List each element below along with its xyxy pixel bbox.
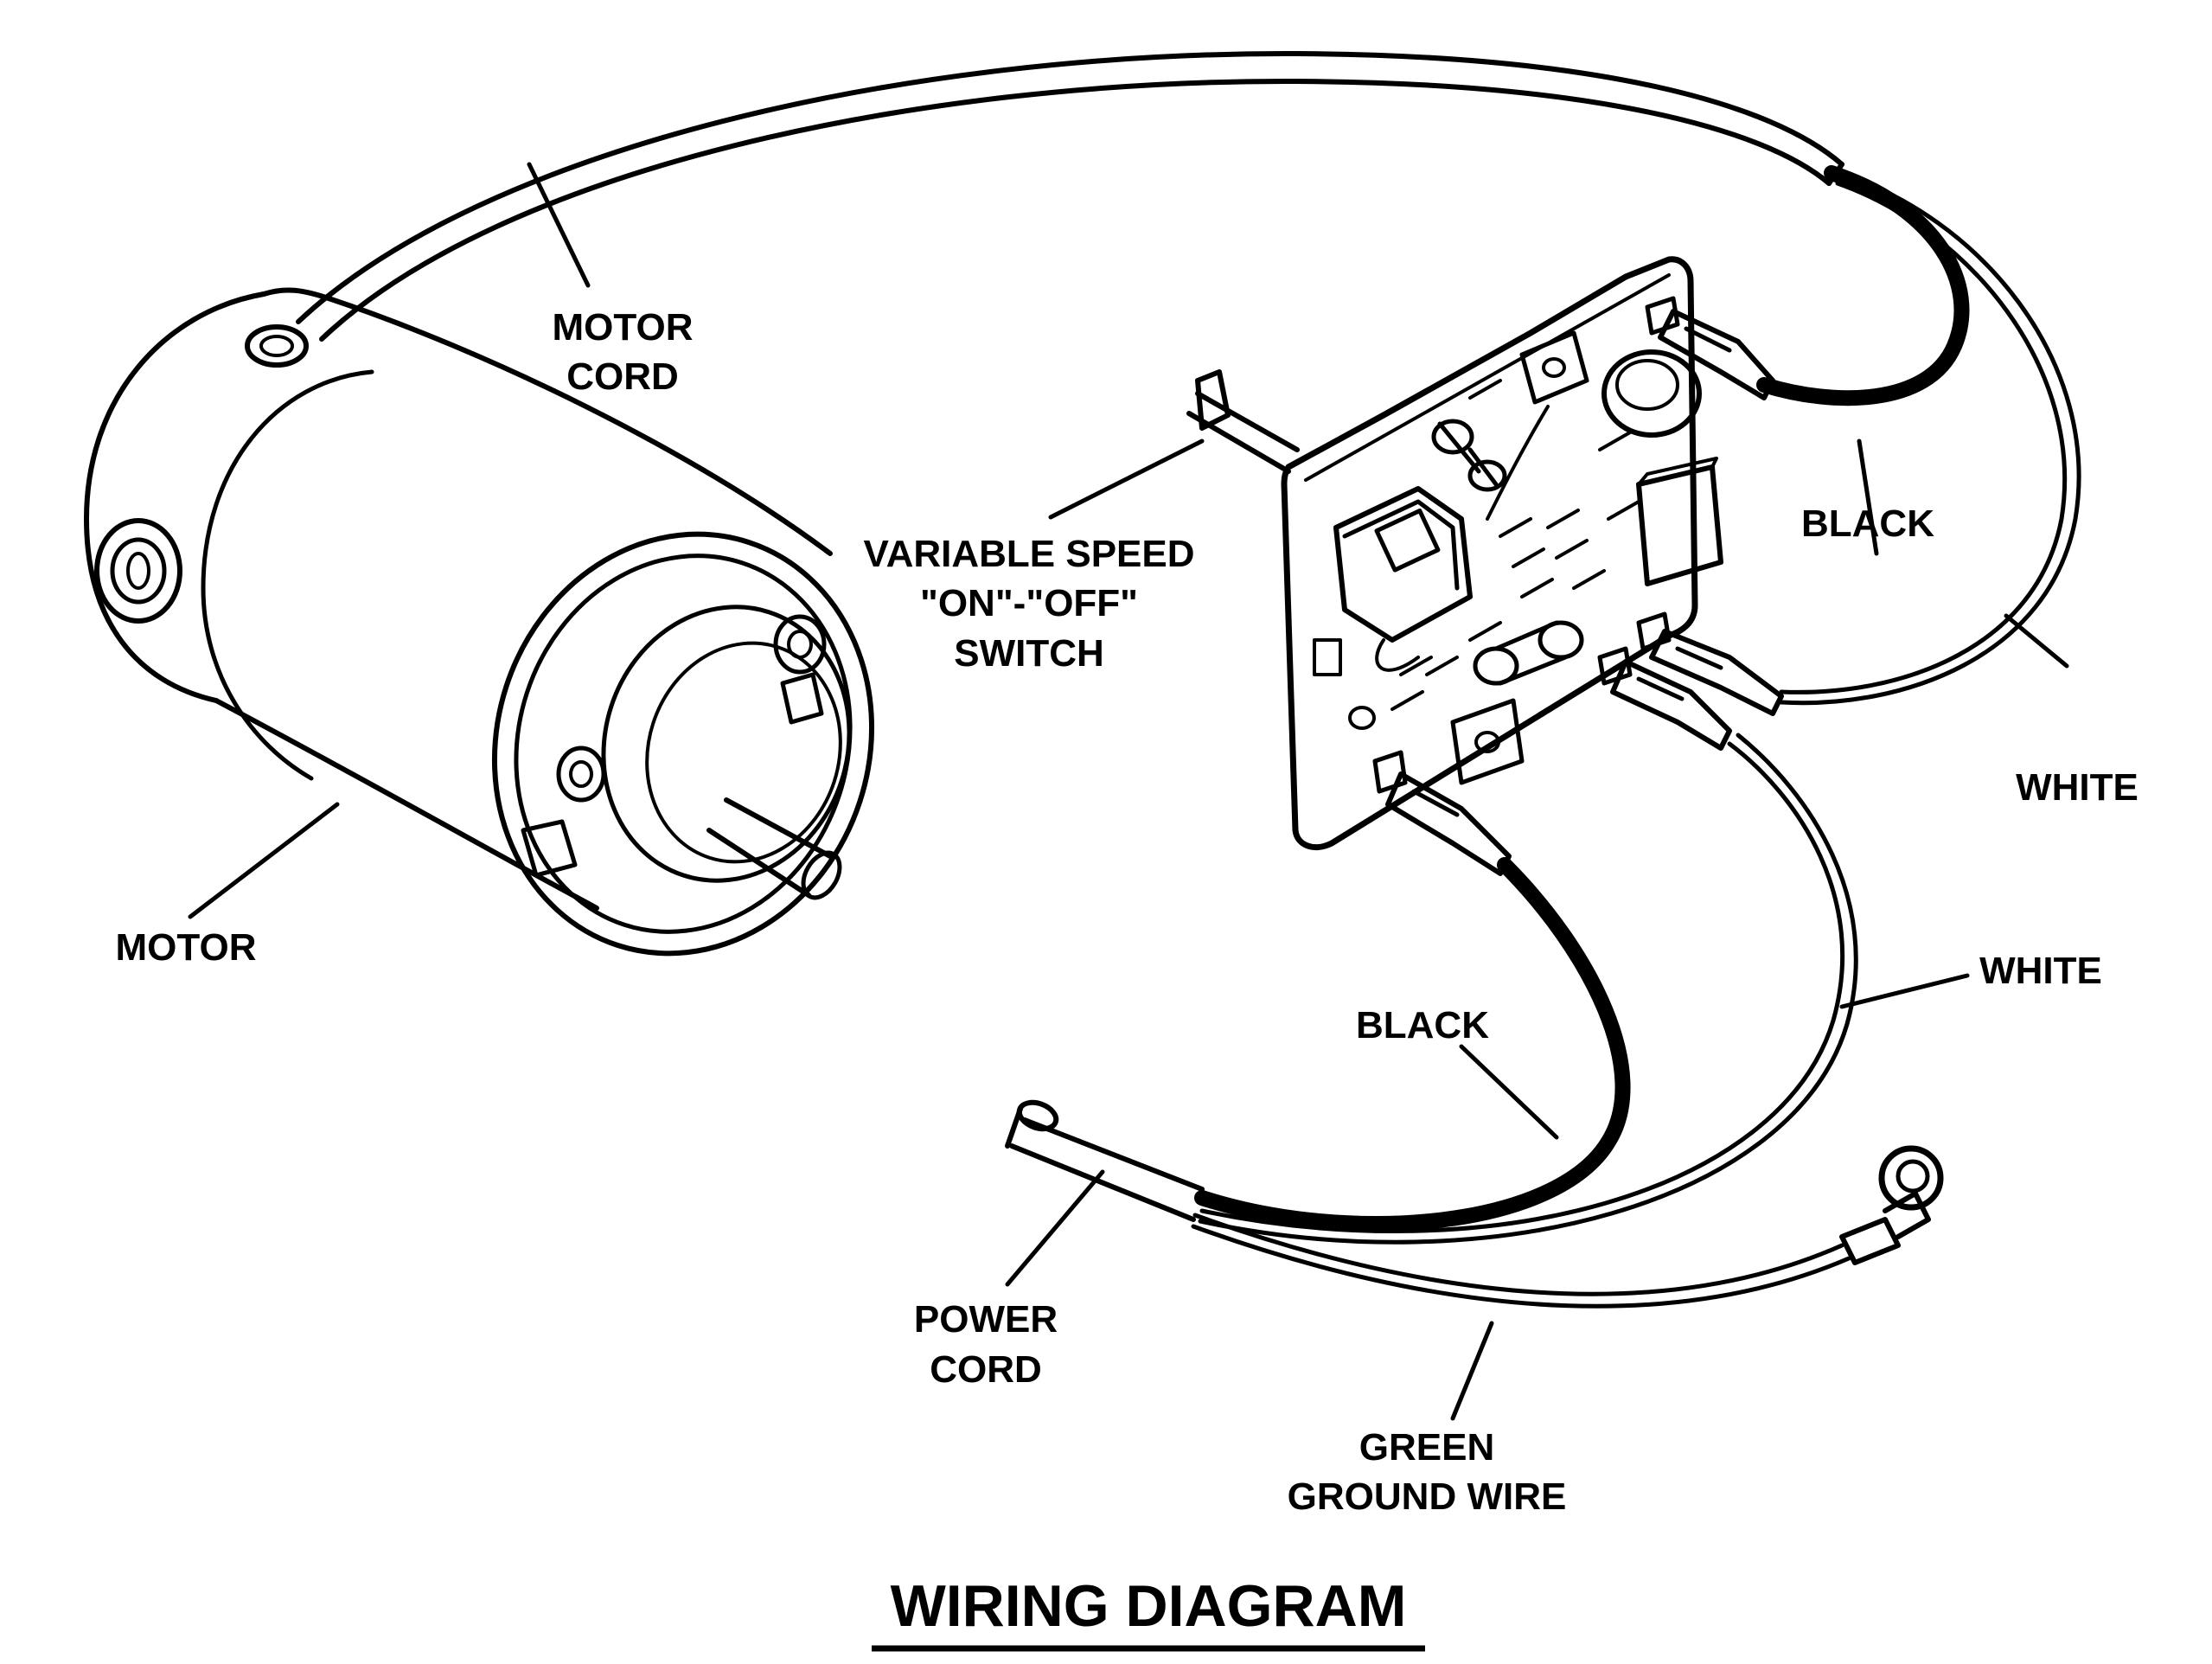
label-switch-line-3: SWITCH — [954, 632, 1104, 675]
label-motor-cord-line-2: CORD — [566, 355, 679, 398]
motor-cord — [296, 50, 1844, 342]
leader-lines — [188, 162, 2069, 1421]
labels: MOTOR CORD VARIABLE SPEED "ON"-"OFF" SWI… — [116, 306, 2138, 1652]
label-power-cord-line-1: POWER — [914, 1298, 1058, 1341]
label-white-middle: WHITE — [1979, 950, 2102, 992]
label-ground-line-1: GREEN — [1359, 1426, 1494, 1469]
label-power-cord-line-2: CORD — [930, 1348, 1042, 1391]
label-black-top: BLACK — [1801, 502, 1934, 545]
connectors — [1385, 309, 1784, 876]
speed-control-board — [1186, 256, 1723, 850]
diagram-title: WIRING DIAGRAM — [891, 1573, 1407, 1639]
label-ground-line-2: GROUND WIRE — [1288, 1475, 1567, 1518]
label-black-bottom: BLACK — [1356, 1004, 1489, 1046]
label-switch-line-2: "ON"-"OFF" — [920, 582, 1138, 624]
label-motor-cord-line-1: MOTOR — [553, 306, 694, 349]
black-wire-top — [1756, 165, 1970, 406]
label-white-right: WHITE — [2016, 766, 2138, 809]
power-cord — [1005, 733, 1944, 1309]
label-switch-line-1: VARIABLE SPEED — [863, 533, 1194, 575]
label-motor: MOTOR — [116, 926, 257, 969]
white-wire-right — [1779, 170, 2081, 706]
motor-illustration — [84, 287, 875, 957]
